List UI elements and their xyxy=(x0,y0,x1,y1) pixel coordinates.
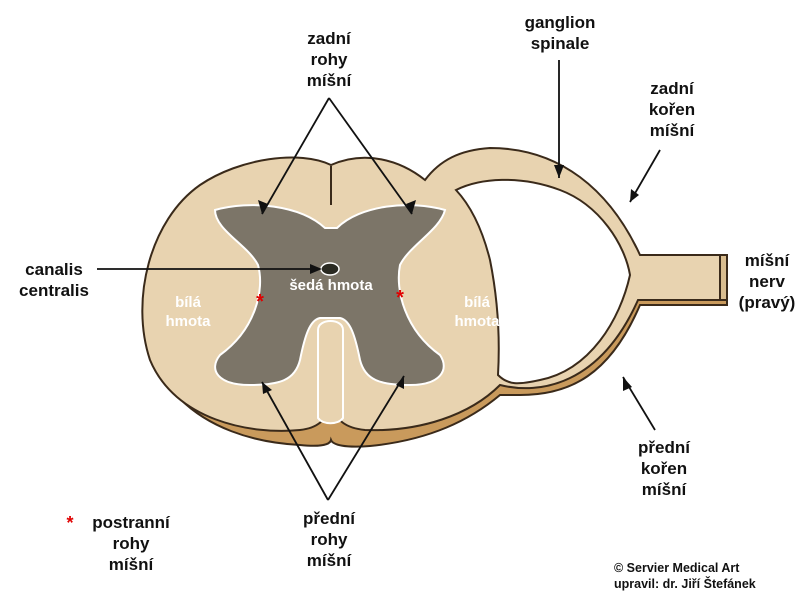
label-seda-hmota: šedá hmota xyxy=(276,276,386,295)
label-predni-rohy: přední rohy míšní xyxy=(290,508,368,571)
label-line: míšní xyxy=(624,479,704,500)
label-line: kořen xyxy=(624,458,704,479)
arrowhead xyxy=(630,189,639,202)
anterior-median-fissure xyxy=(318,321,343,423)
label-line: rohy xyxy=(290,529,368,550)
label-line: míšní xyxy=(732,250,802,271)
label-line: zadní xyxy=(294,28,364,49)
label-bila-right: bílá hmota xyxy=(447,293,507,331)
label-line: rohy xyxy=(294,49,364,70)
label-canalis: canalis centralis xyxy=(14,259,94,301)
label-line: (pravý) xyxy=(732,292,802,313)
credit-line: © Servier Medical Art xyxy=(614,560,756,576)
label-predni-koren: přední kořen míšní xyxy=(624,437,704,500)
asterisk-right: * xyxy=(391,288,409,309)
label-line: zadní xyxy=(632,78,712,99)
label-line: bílá xyxy=(158,293,218,312)
label-line: přední xyxy=(290,508,368,529)
nerve-end xyxy=(720,255,727,300)
label-ganglion: ganglion spinale xyxy=(515,12,605,54)
label-zadni-rohy: zadní rohy míšní xyxy=(294,28,364,91)
label-line: míšní xyxy=(76,554,186,575)
credit: © Servier Medical Art upravil: dr. Jiří … xyxy=(614,560,756,592)
label-bila-left: bílá hmota xyxy=(158,293,218,331)
label-line: spinale xyxy=(515,33,605,54)
label-line: hmota xyxy=(447,312,507,331)
label-line: canalis xyxy=(14,259,94,280)
label-line: šedá hmota xyxy=(276,276,386,295)
label-line: míšní xyxy=(632,120,712,141)
label-line: bílá xyxy=(447,293,507,312)
label-line: centralis xyxy=(14,280,94,301)
label-line: hmota xyxy=(158,312,218,331)
label-line: nerv xyxy=(732,271,802,292)
credit-line: upravil: dr. Jiří Štefánek xyxy=(614,576,756,592)
central-canal xyxy=(321,263,339,275)
label-misni-nerv: míšní nerv (pravý) xyxy=(732,250,802,313)
label-line: míšní xyxy=(290,550,368,571)
label-line: postranní xyxy=(76,512,186,533)
label-line: přední xyxy=(624,437,704,458)
label-line: ganglion xyxy=(515,12,605,33)
label-zadni-koren: zadní kořen míšní xyxy=(632,78,712,141)
label-line: kořen xyxy=(632,99,712,120)
label-line: míšní xyxy=(294,70,364,91)
label-line: rohy xyxy=(76,533,186,554)
asterisk-left: * xyxy=(251,292,269,313)
label-postranni: postranní rohy míšní xyxy=(76,512,186,575)
